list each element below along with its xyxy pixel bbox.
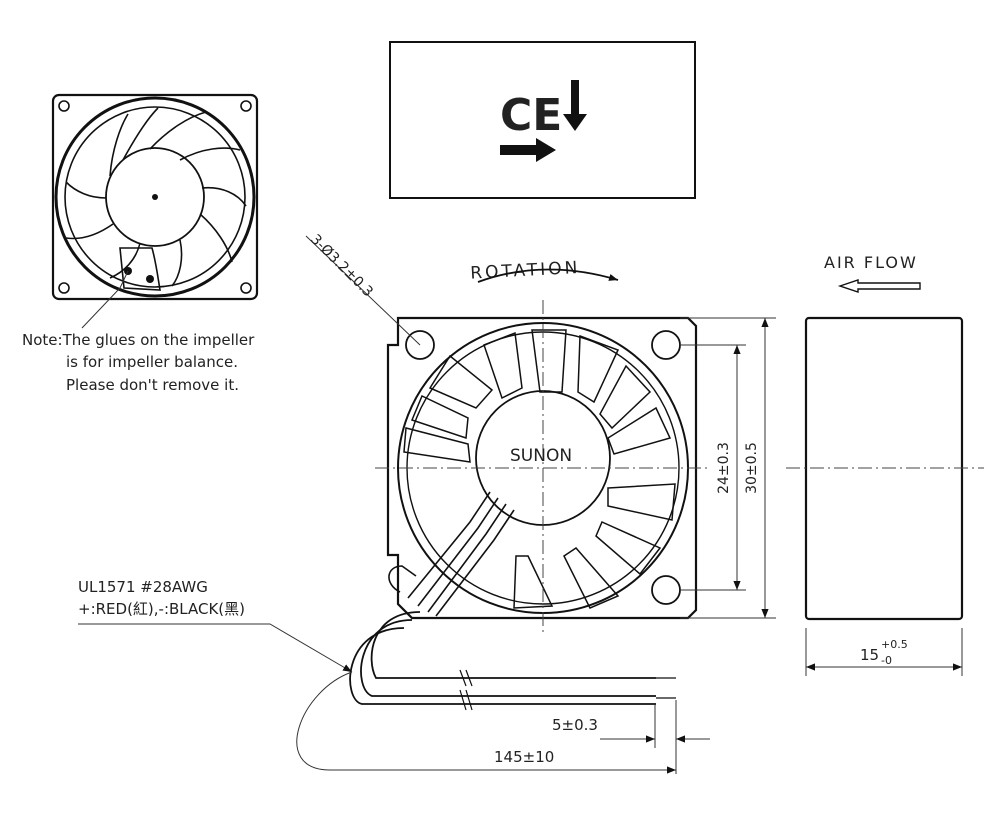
down-arrow-icon (563, 80, 587, 131)
depth-tolerance-lower: -0 (881, 654, 892, 667)
note-line-3: Please don't remove it. (66, 376, 239, 394)
depth-dimension: 15 (860, 646, 879, 664)
lead-dimensions (296, 671, 710, 774)
fan-front-view: SUNON (349, 300, 708, 711)
small-fan-front-view (51, 93, 259, 329)
note-line-1: Note:The glues on the impeller (22, 331, 255, 349)
hole-pitch-dimension: 24±0.3 (716, 442, 732, 494)
frame-size-dimension: 30±0.5 (744, 442, 760, 494)
wire-spec-label: UL1571 #28AWG (78, 578, 208, 596)
wire-color-label: +:RED(紅),-:BLACK(黑) (78, 600, 245, 618)
left-arrow-icon (837, 279, 921, 293)
air-flow-label: AIR FLOW (824, 253, 918, 272)
fan-side-view (786, 316, 984, 676)
lead-length-dimension: 145±10 (494, 748, 554, 766)
strip-length-dimension: 5±0.3 (552, 716, 598, 734)
certification-box: CE (389, 41, 696, 199)
depth-tolerance-upper: +0.5 (881, 638, 908, 651)
note-line-2: is for impeller balance. (66, 353, 238, 371)
rotation-arrow-icon (477, 268, 619, 283)
brand-name: SUNON (510, 446, 572, 466)
ce-mark-icon: CE (500, 90, 562, 141)
holes-callout: 3-Ø3.2±0.3 (307, 232, 376, 301)
frame-dimensions (680, 317, 776, 619)
right-arrow-icon (500, 138, 556, 162)
